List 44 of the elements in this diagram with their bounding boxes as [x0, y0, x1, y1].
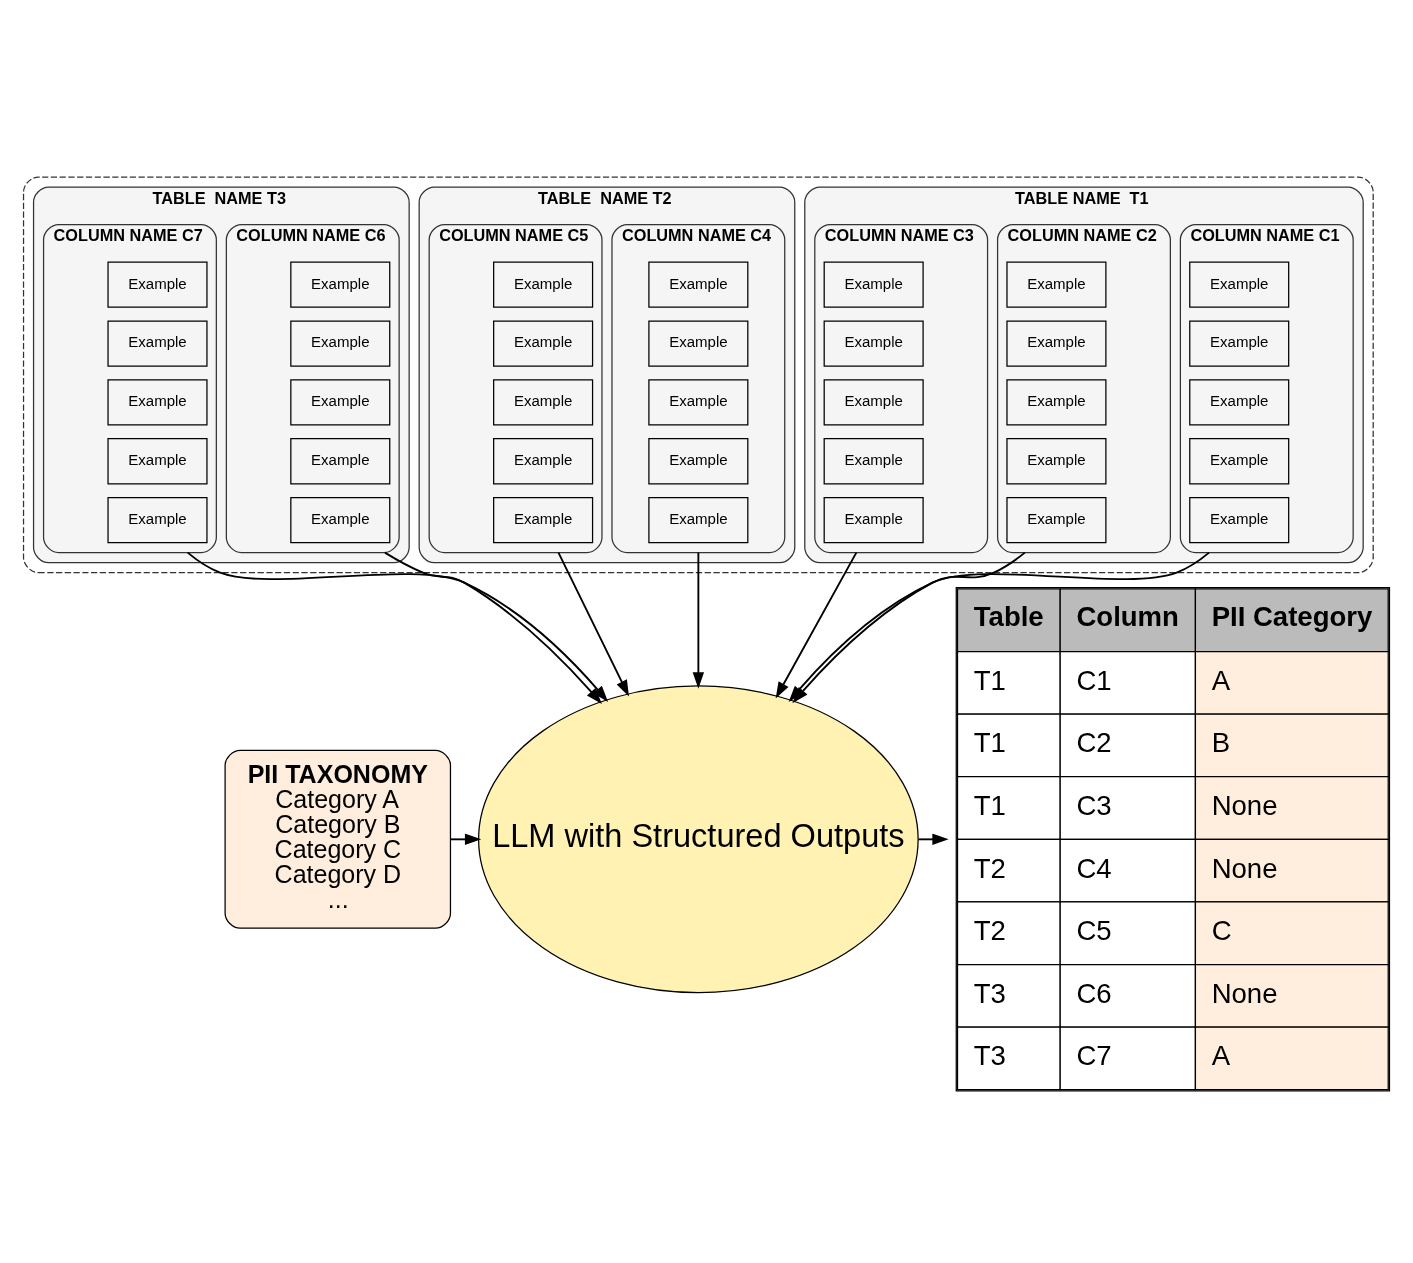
node-box: Example: [493, 379, 594, 426]
node-box: Example: [648, 320, 749, 367]
arrow: [449, 833, 482, 846]
node-box: Example: [493, 496, 594, 544]
node-box: Example: [107, 379, 208, 426]
arrow: [383, 551, 602, 705]
node-box: Example: [648, 438, 749, 485]
node-box: Example: [290, 261, 391, 308]
node-box: PII TAXONOMY Category A Category B Category C Category D ...: [224, 749, 452, 929]
node-box: Example: [1006, 496, 1107, 544]
node-box: Example: [107, 261, 208, 308]
node-box: Example: [1006, 320, 1107, 367]
node-box: Example: [1189, 261, 1290, 308]
node-box: Example: [1006, 438, 1107, 485]
node-box: Example: [1189, 379, 1290, 426]
node-box: Example: [823, 438, 924, 485]
node-box: Example: [648, 379, 749, 426]
node-box: Example: [1006, 261, 1107, 308]
node-box: Example: [648, 496, 749, 544]
node-box: Example: [290, 379, 391, 426]
arrow: [557, 551, 629, 697]
node-box: Example: [290, 496, 391, 544]
node-box: Example: [493, 261, 594, 308]
node-box: Example: [1006, 379, 1107, 426]
node-box: Example: [290, 320, 391, 367]
cluster: [22, 176, 1374, 574]
node-box: Example: [823, 496, 924, 544]
node-box: Example: [107, 496, 208, 544]
node-box: Example: [290, 438, 391, 485]
arrow: [917, 833, 949, 846]
node-box: Example: [823, 379, 924, 426]
node-box: Example: [107, 320, 208, 367]
arrow: [792, 551, 1026, 704]
node-box: Example: [107, 438, 208, 485]
node-box: Example: [493, 320, 594, 367]
node-box: Example: [1189, 438, 1290, 485]
node-box: Example: [1189, 320, 1290, 367]
arrow: [775, 551, 858, 699]
node-box: Example: [648, 261, 749, 308]
node-box: Example: [823, 261, 924, 308]
arrow: [692, 551, 705, 689]
node-box: Example: [823, 320, 924, 367]
node-box: Example: [493, 438, 594, 485]
node-box: Example: [1189, 496, 1290, 544]
